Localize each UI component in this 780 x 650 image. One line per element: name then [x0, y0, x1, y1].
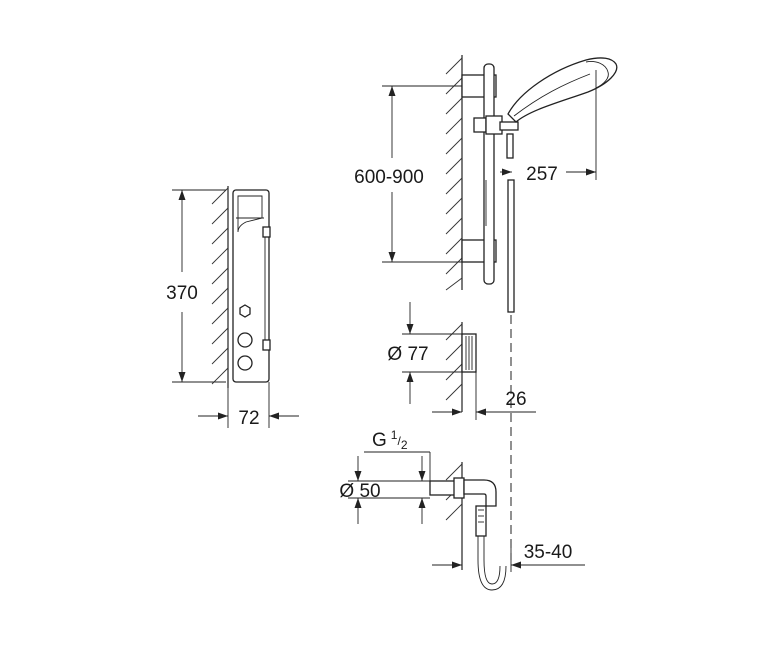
wall-outlet-view: Ø 77 26: [387, 302, 536, 420]
shower-hose: [507, 179, 515, 313]
outlet-diameter-dimension: Ø 77: [387, 344, 428, 365]
panel-wall-hatch: [211, 187, 229, 385]
rail-slider: [473, 115, 519, 159]
connection-hose: [477, 536, 507, 591]
rail-height-dimension: 600-900: [354, 167, 424, 188]
shower-panel-view: 370 72: [166, 186, 299, 429]
shower-reach-dimension: 257: [526, 164, 558, 185]
outlet-wall-hatch: [445, 323, 463, 401]
shower-rail: [483, 63, 495, 285]
wall-outlet: [461, 333, 477, 373]
outlet-projection-dimension: 26: [505, 389, 526, 410]
connection-projection-dimension: 35-40: [524, 542, 573, 563]
hand-shower: [507, 57, 618, 123]
wall-elbow: [463, 479, 497, 537]
shower-rail-view: 600-900 257: [354, 55, 618, 313]
rail-wall-hatch: [445, 57, 463, 291]
panel-depth-dimension: 72: [238, 408, 259, 429]
connection-diameter-dimension: Ø 50: [339, 481, 380, 502]
shower-panel: [232, 189, 271, 383]
panel-height-dimension: 370: [166, 283, 198, 304]
control-knob-icon: [237, 355, 253, 371]
hex-nut-icon: [239, 304, 251, 318]
control-knob-icon: [237, 332, 253, 348]
